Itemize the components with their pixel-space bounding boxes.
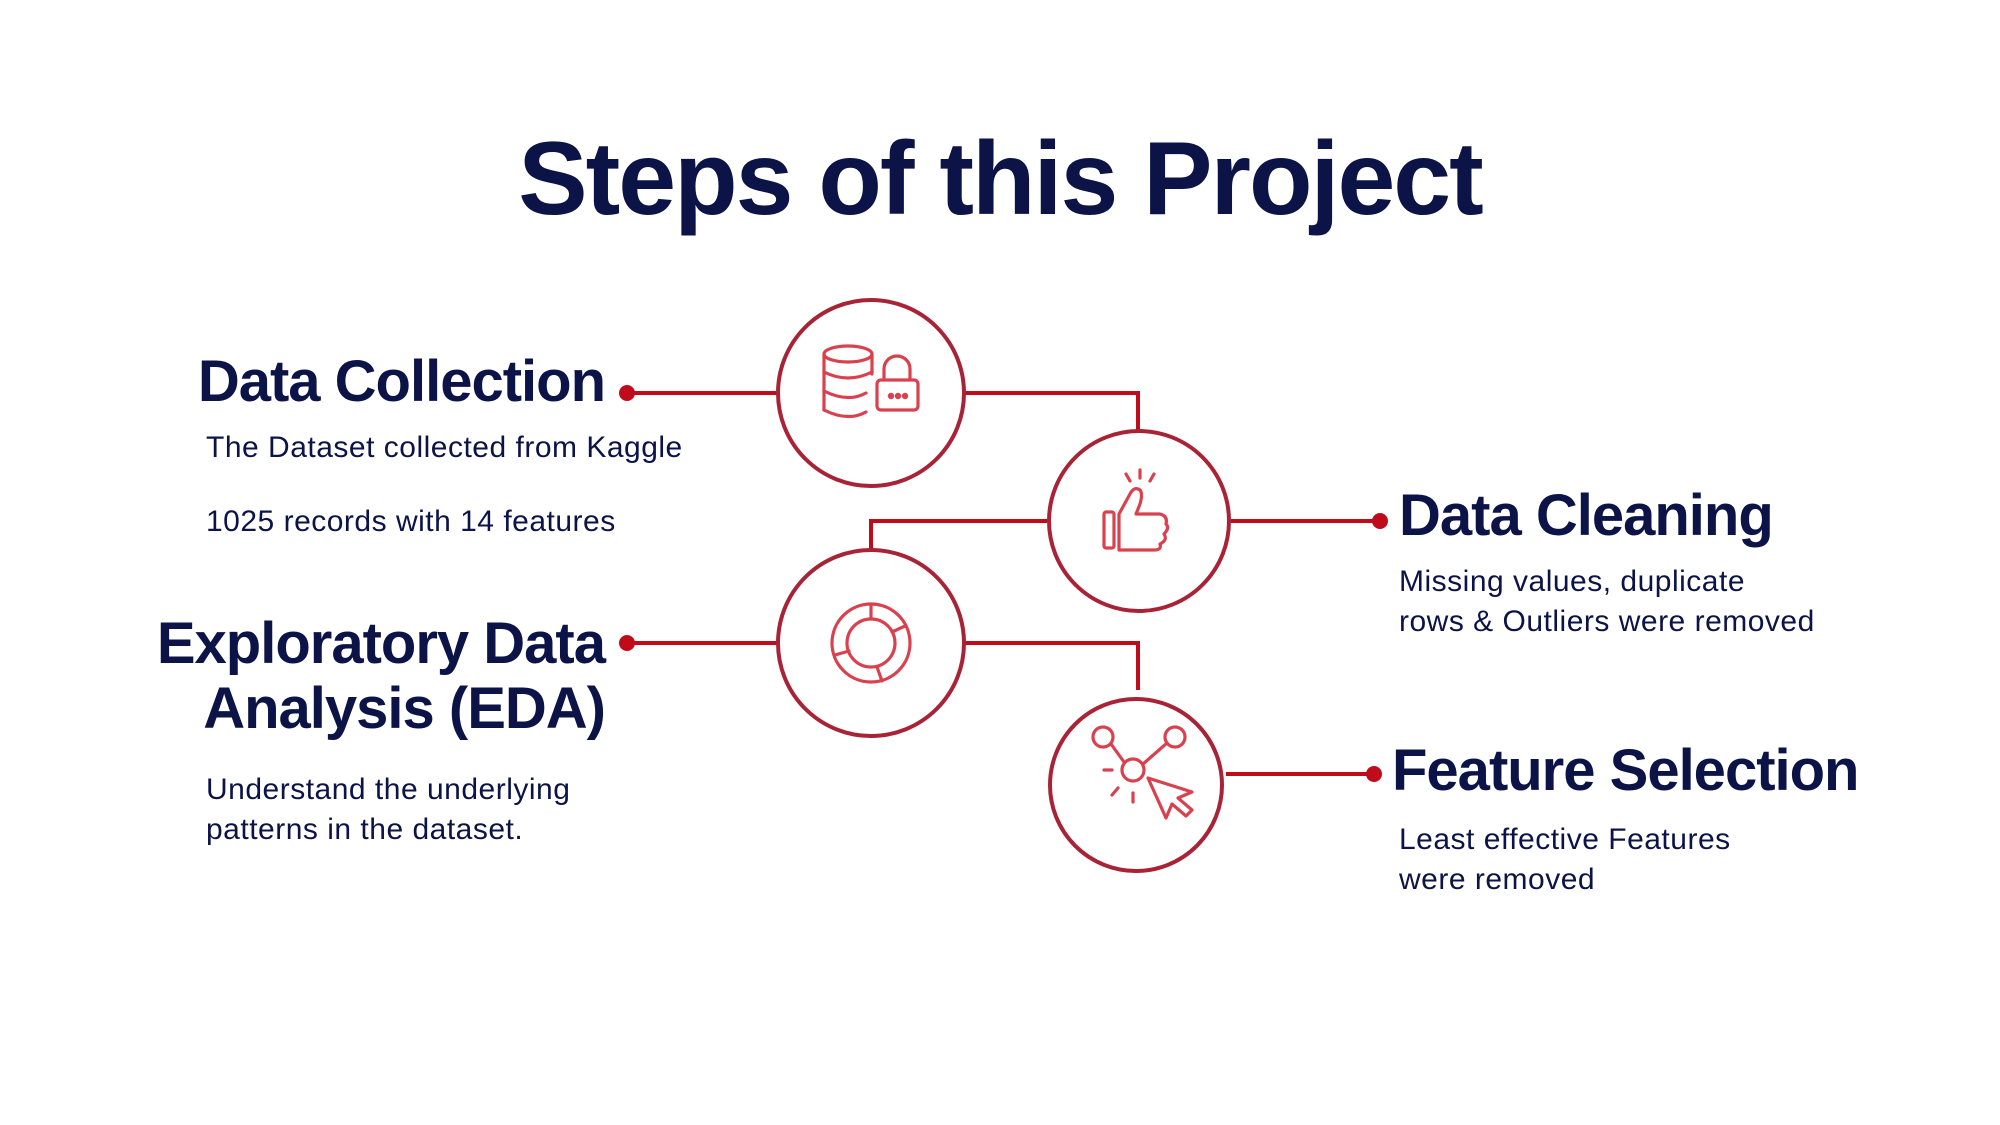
- connector-step1-to-step2: [965, 391, 1140, 431]
- endpoint-dots: [619, 385, 1388, 782]
- dot-eda: [619, 635, 635, 651]
- step-desc-feature-selection: Least effective Features were removed: [1399, 823, 1731, 896]
- step-desc-data-collection-source: The Dataset collected from Kaggle: [206, 431, 683, 464]
- step-heading-eda: Exploratory Data Analysis (EDA): [60, 611, 606, 742]
- step-heading-data-collection: Data Collection: [197, 349, 606, 414]
- connector-step3-to-step4: [965, 641, 1140, 690]
- step-desc-data-cleaning: Missing values, duplicate rows & Outlier…: [1399, 565, 1815, 638]
- step-heading-eda-line2: Analysis (EDA): [203, 675, 606, 741]
- step-desc-eda: Understand the underlying patterns in th…: [206, 773, 571, 846]
- step-circle-data-collection: [776, 298, 966, 488]
- connector-step2-to-step3: [869, 519, 1047, 551]
- thumbs-up-icon: [1102, 468, 1170, 552]
- step-circle-feature-selection: [1048, 697, 1224, 873]
- step-circle-data-cleaning: [1047, 429, 1231, 613]
- connector-lines: [627, 391, 1378, 776]
- step-heading-eda-line1: Exploratory Data: [156, 611, 606, 676]
- step-circle-eda: [776, 548, 966, 738]
- database-lock-icon: [822, 344, 920, 419]
- dot-data-cleaning: [1372, 513, 1388, 529]
- step-heading-feature-selection: Feature Selection: [1392, 738, 1859, 803]
- step-heading-data-cleaning: Data Cleaning: [1399, 483, 1774, 548]
- step-desc-data-collection-records: 1025 records with 14 features: [206, 505, 616, 538]
- dot-data-collection: [619, 385, 635, 401]
- dot-feature-selection: [1366, 766, 1382, 782]
- step-circles: [776, 298, 1231, 873]
- network-cursor-icon: [1091, 725, 1194, 820]
- page-title: Steps of this Project: [518, 121, 1484, 237]
- donut-chart-icon: [830, 602, 912, 684]
